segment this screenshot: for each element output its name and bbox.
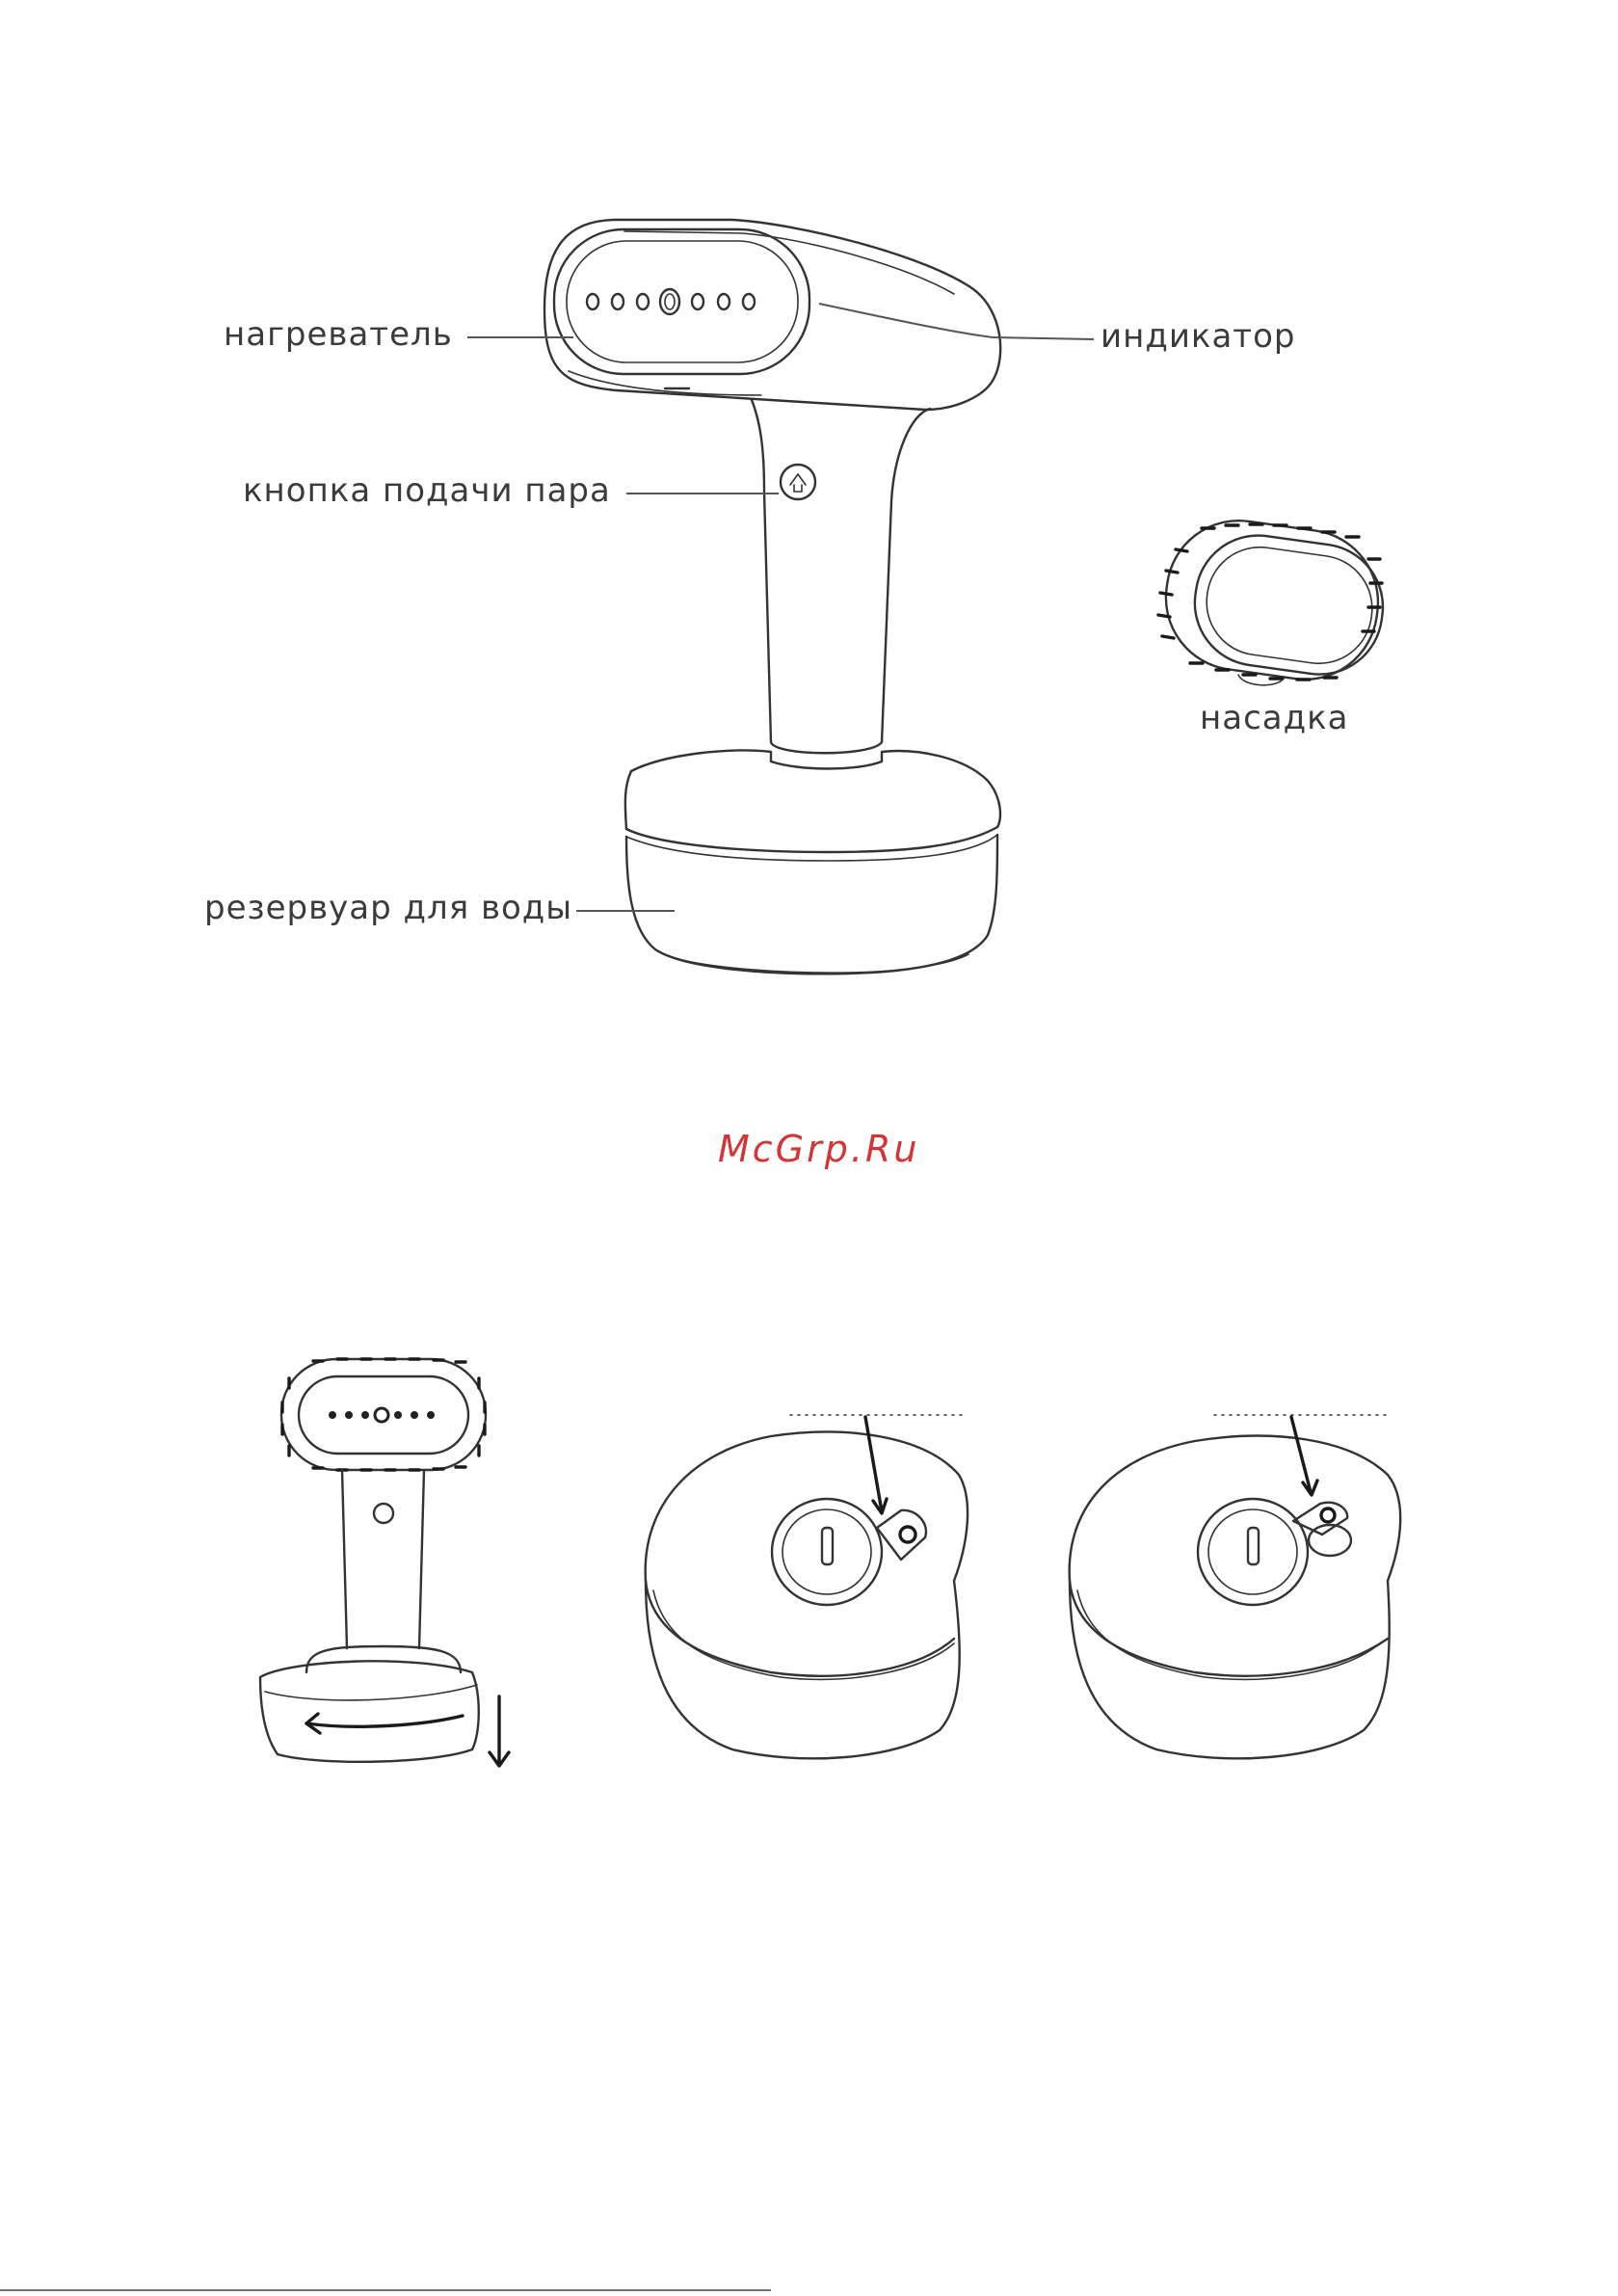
- indicator-callout-line: [819, 304, 1094, 339]
- steam-holes: [587, 289, 755, 314]
- steam-button-label: кнопка подачи пара: [243, 474, 611, 507]
- indicator-label: индикатор: [1101, 320, 1296, 353]
- base-open-cap-illustration: [1070, 1415, 1401, 1758]
- water-tank-label: резервуар для воды: [204, 892, 572, 924]
- brush-attachment-illustration: [1156, 511, 1391, 688]
- heater-label: нагреватель: [224, 318, 453, 351]
- attachment-label: насадка: [1200, 702, 1348, 734]
- steam-button-drawing: [781, 465, 815, 499]
- watermark: McGrp.Ru: [718, 1128, 919, 1170]
- steamer-tank-removal-illustration: [260, 1359, 509, 1766]
- steamer-main-illustration: [544, 220, 1000, 974]
- base-closed-cap-illustration: [646, 1415, 968, 1758]
